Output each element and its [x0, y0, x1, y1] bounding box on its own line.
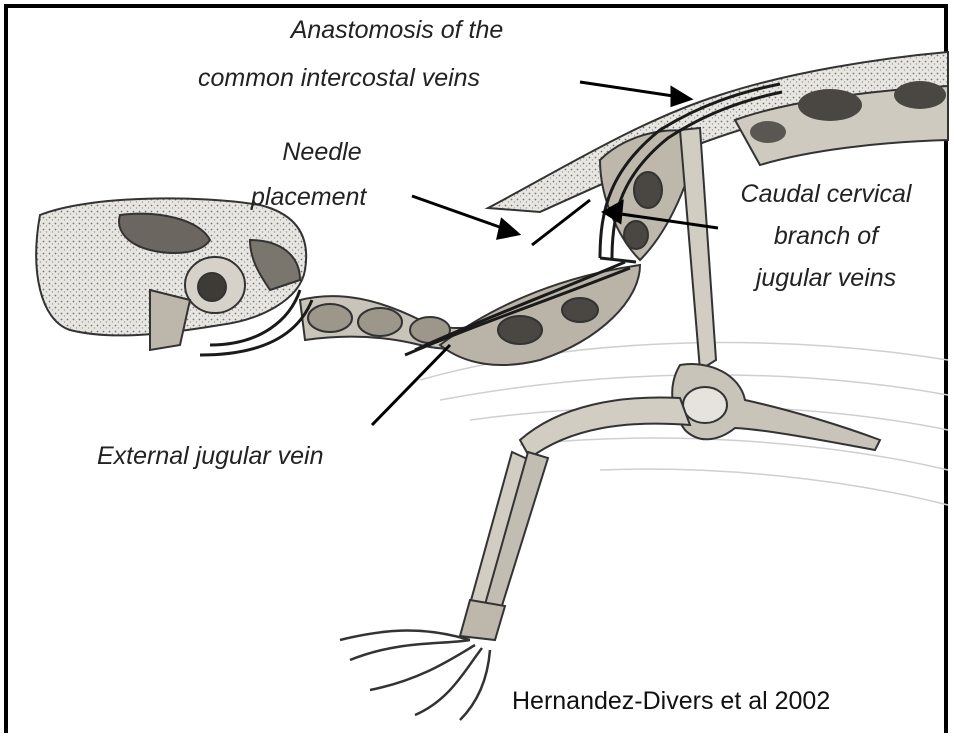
label-anastomosis-line1: Anastomosis of the [232, 14, 562, 46]
label-anastomosis-line2: common intercostal veins [198, 62, 480, 94]
foreleg-bones [460, 397, 690, 640]
citation-credit: Hernandez-Divers et al 2002 [512, 687, 830, 716]
label-caudal-line1: Caudal cervical [706, 178, 946, 210]
label-needle-line2: placement [251, 181, 366, 213]
label-caudal-line3: jugular veins [706, 262, 946, 294]
claws [340, 631, 490, 720]
label-external-jugular-vein: External jugular vein [97, 440, 324, 472]
label-needle-line1: Needle [262, 136, 382, 168]
label-caudal-line2: branch of [706, 220, 946, 252]
skull [36, 198, 306, 350]
